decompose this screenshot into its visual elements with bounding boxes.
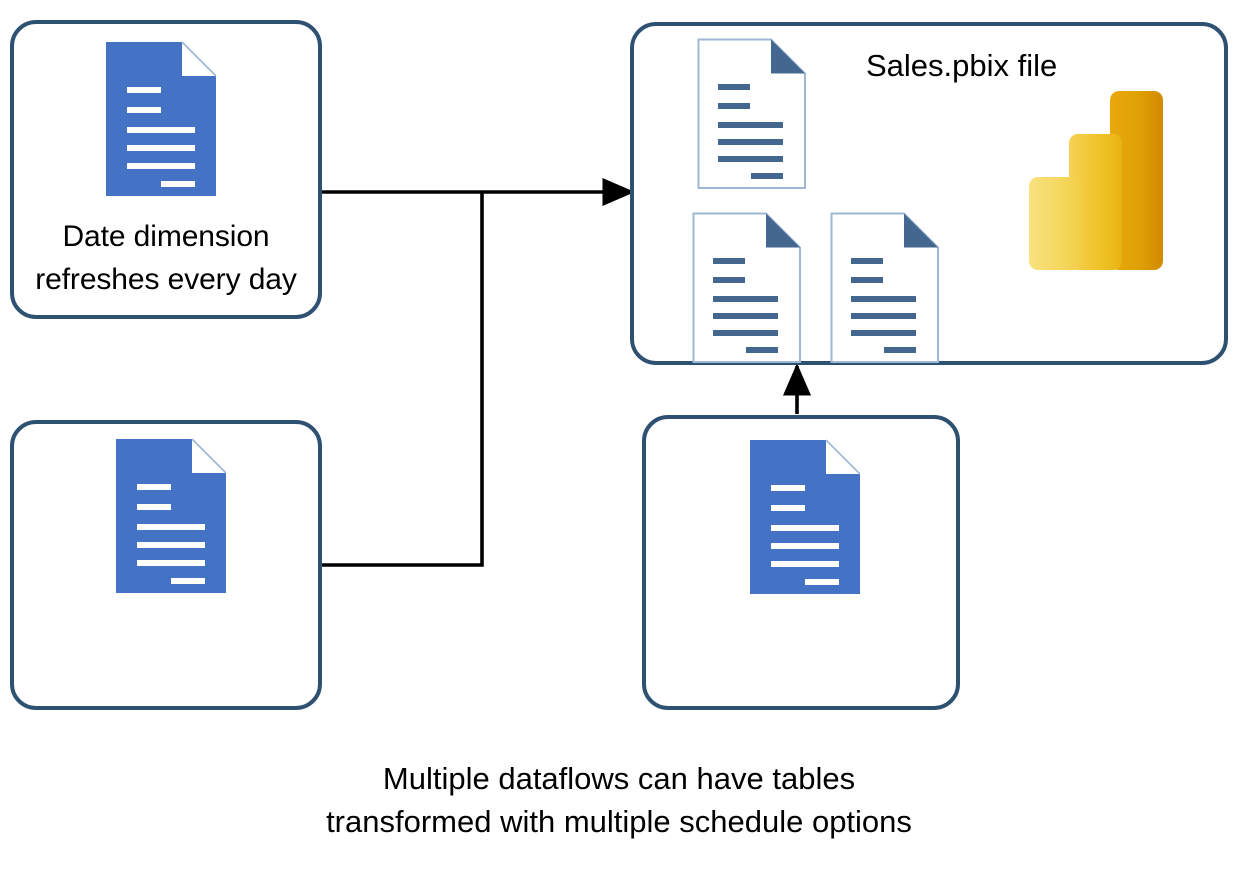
node-sales-table[interactable]: Sales table refreshes every 4 hours bbox=[10, 420, 322, 710]
edge-sales-table-to-pbix bbox=[322, 193, 484, 567]
node-date-dimension[interactable]: Date dimension refreshes every day bbox=[10, 20, 322, 319]
document-icon-outline bbox=[830, 212, 939, 363]
document-icon bbox=[106, 41, 217, 196]
diagram-caption: Multiple dataflows can have tables trans… bbox=[326, 761, 912, 839]
document-icon bbox=[750, 439, 861, 594]
document-icon-outline bbox=[697, 38, 806, 189]
document-icon bbox=[116, 438, 227, 593]
power-bi-logo-icon bbox=[1029, 91, 1163, 270]
node-product-mapping[interactable]: Product mapping table refreshes every we… bbox=[642, 415, 960, 710]
node-label-sales-pbix: Sales.pbix file bbox=[866, 48, 1058, 83]
document-icon-outline bbox=[692, 212, 801, 363]
node-label-date-dimension: Date dimension refreshes every day bbox=[35, 220, 297, 296]
